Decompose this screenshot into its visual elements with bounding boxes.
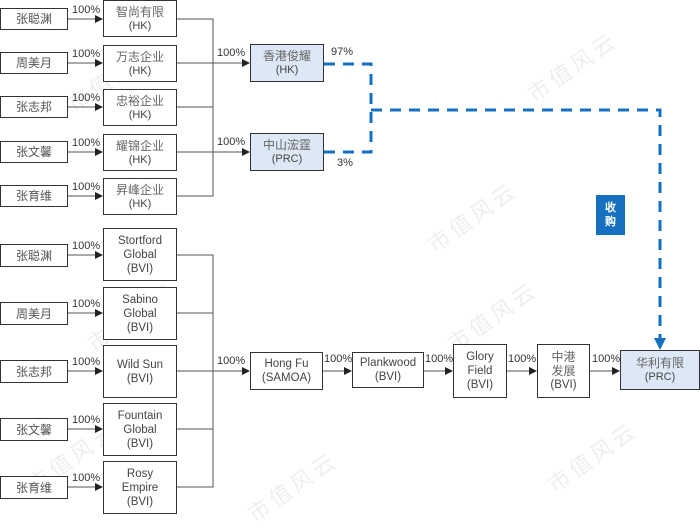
company-name-line2: Empire	[121, 481, 159, 494]
ownership-percent: 100%	[72, 137, 101, 149]
ownership-percent: 100%	[72, 181, 101, 193]
acquisition-arrowhead	[654, 338, 666, 350]
company-name-line2: Global	[123, 248, 157, 261]
holding-company-box: 昇峰企业 (HK)	[103, 178, 177, 215]
company-name: 智尚有限	[115, 4, 164, 19]
jurisdiction: (HK)	[275, 64, 299, 76]
person-box: 周美月	[0, 52, 68, 74]
acquisition-dashed-path	[371, 108, 662, 342]
glory-field-box: Glory Field (BVI)	[453, 344, 507, 398]
company-name-line2: Field	[467, 365, 493, 377]
jurisdiction: (HK)	[128, 153, 152, 166]
ownership-percent: 100%	[425, 353, 454, 365]
person-box: 张文馨	[0, 141, 68, 163]
company-name-line1: Glory	[466, 351, 494, 363]
huali-box: 华利有限 (PRC)	[620, 350, 700, 390]
company-name: 中山浤霆	[262, 138, 311, 152]
company-name: 忠裕企业	[115, 93, 164, 108]
jurisdiction: (BVI)	[374, 371, 402, 383]
company-name-line1: Fountain	[117, 409, 163, 422]
person-box: 张育维	[0, 476, 68, 499]
person-box: 周美月	[0, 302, 68, 325]
badge-text: 购	[605, 215, 616, 228]
company-name: 华利有限	[635, 356, 684, 370]
company-name: Plankwood	[359, 357, 417, 369]
jurisdiction: (BVI)	[126, 495, 154, 508]
hong-fu-box: Hong Fu (SAMOA)	[250, 352, 323, 390]
holding-company-box: Sabino Global (BVI)	[103, 287, 177, 340]
zhongshan-hongting-box: 中山浤霆 (PRC)	[250, 133, 324, 171]
company-name-line2: Global	[123, 307, 157, 320]
ownership-percent: 100%	[72, 92, 101, 104]
plankwood-box: Plankwood (BVI)	[352, 352, 424, 388]
jurisdiction: (SAMOA)	[261, 372, 312, 384]
company-name-line2: 发展	[551, 364, 576, 378]
person-box: 张育维	[0, 185, 68, 207]
jurisdiction: (HK)	[128, 108, 152, 121]
ownership-percent: 100%	[592, 353, 621, 365]
ownership-percent: 100%	[508, 353, 537, 365]
person-box: 张志邦	[0, 360, 68, 383]
company-name: 耀锦企业	[115, 138, 164, 153]
jurisdiction: (BVI)	[466, 379, 494, 391]
company-name-line2: Global	[123, 423, 157, 436]
jurisdiction: (BVI)	[126, 321, 154, 334]
zhonggang-fazhan-box: 中港 发展 (BVI)	[537, 344, 590, 398]
holding-company-box: Fountain Global (BVI)	[103, 403, 177, 456]
jurisdiction: (BVI)	[126, 372, 154, 385]
holding-company-box: 耀锦企业 (HK)	[103, 134, 177, 171]
holding-company-box: 智尚有限 (HK)	[103, 0, 177, 37]
xianggang-junyao-box: 香港俊耀 (HK)	[250, 44, 324, 82]
ownership-percent: 100%	[217, 47, 246, 59]
ownership-percent: 3%	[337, 157, 353, 169]
holding-company-box: Wild Sun (BVI)	[103, 345, 177, 398]
connector-lines	[68, 15, 666, 491]
person-box: 张志邦	[0, 96, 68, 118]
company-name: 昇峰企业	[115, 182, 164, 197]
holding-company-box: Stortford Global (BVI)	[103, 228, 177, 281]
company-name-line1: Rosy	[126, 467, 154, 480]
jurisdiction: (HK)	[128, 19, 152, 32]
ownership-percent: 100%	[72, 356, 101, 368]
holding-company-box: 万志企业 (HK)	[103, 45, 177, 82]
person-box: 张文馨	[0, 418, 68, 441]
holding-company-box: Rosy Empire (BVI)	[103, 461, 177, 514]
jurisdiction: (BVI)	[550, 379, 577, 391]
ownership-percent: 100%	[72, 472, 101, 484]
jurisdiction: (PRC)	[271, 153, 303, 165]
acquisition-dashed-bracket	[324, 62, 373, 154]
company-name-line1: Sabino	[122, 293, 158, 306]
holding-company-box: 忠裕企业 (HK)	[103, 89, 177, 126]
ownership-percent: 100%	[324, 353, 353, 365]
person-box: 张聪渊	[0, 8, 68, 30]
company-name: 万志企业	[115, 49, 164, 64]
company-name-line1: Stortford	[117, 234, 163, 247]
person-box: 张聪渊	[0, 244, 68, 267]
company-name-line1: 中港	[551, 350, 576, 364]
jurisdiction: (PRC)	[644, 371, 676, 383]
ownership-percent: 97%	[331, 46, 354, 58]
jurisdiction: (HK)	[128, 64, 152, 77]
ownership-percent: 100%	[72, 240, 101, 252]
company-name-line1: Wild Sun	[116, 358, 164, 371]
ownership-percent: 100%	[217, 355, 246, 367]
acquisition-badge: 收 购	[596, 195, 625, 235]
jurisdiction: (HK)	[128, 197, 152, 210]
badge-text: 收	[605, 201, 616, 214]
ownership-percent: 100%	[217, 136, 246, 148]
ownership-percent: 100%	[72, 4, 101, 16]
ownership-percent: 100%	[72, 414, 101, 426]
company-name: Hong Fu	[264, 358, 309, 370]
jurisdiction: (BVI)	[126, 437, 154, 450]
ownership-percent: 100%	[72, 298, 101, 310]
ownership-percent: 100%	[72, 48, 101, 60]
company-name: 香港俊耀	[262, 49, 311, 63]
jurisdiction: (BVI)	[126, 262, 154, 275]
